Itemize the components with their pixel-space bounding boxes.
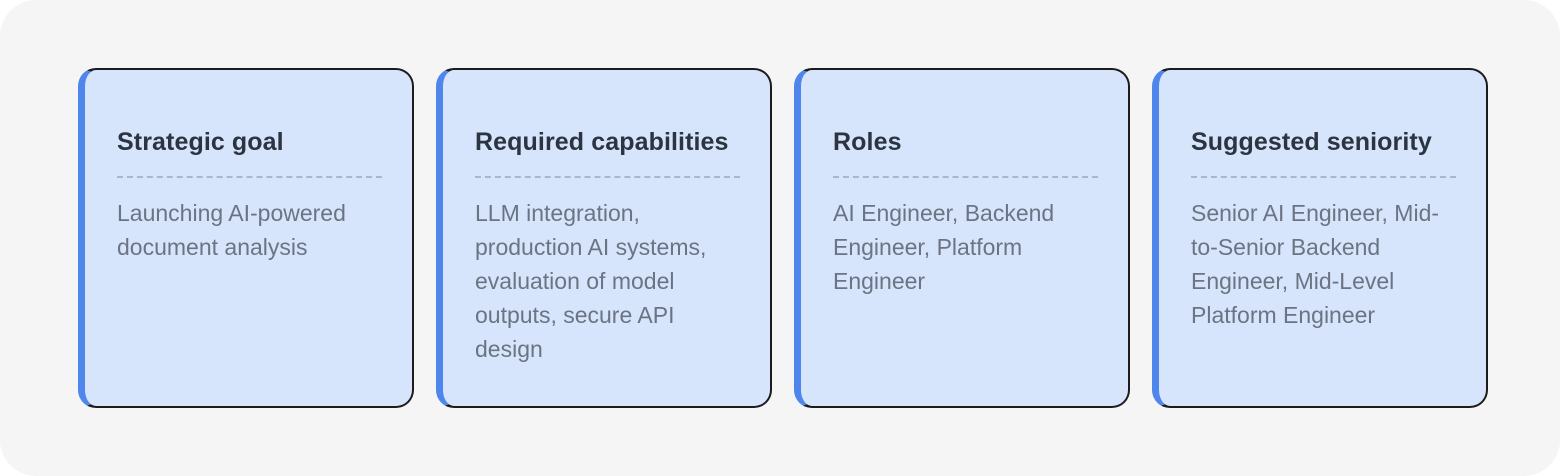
card-suggested-seniority: Suggested seniority Senior AI Engineer, … bbox=[1152, 68, 1488, 408]
card-body: Senior AI Engineer, Mid-to-Senior Backen… bbox=[1191, 200, 1440, 328]
card-body: AI Engineer, Backend Engineer, Platform … bbox=[833, 200, 1055, 294]
dashed-divider bbox=[117, 176, 382, 178]
dashed-divider bbox=[833, 176, 1098, 178]
card-title: Roles bbox=[833, 128, 902, 156]
card-title: Suggested seniority bbox=[1191, 128, 1432, 156]
card-title: Strategic goal bbox=[117, 128, 284, 156]
card-title: Required capabilities bbox=[475, 128, 729, 156]
card-body: LLM integration, production AI systems, … bbox=[475, 200, 707, 362]
card-strategic-goal: Strategic goal Launching AI-powered docu… bbox=[78, 68, 414, 408]
dashed-divider bbox=[475, 176, 740, 178]
card-roles: Roles AI Engineer, Backend Engineer, Pla… bbox=[794, 68, 1130, 408]
card-required-capabilities: Required capabilities LLM integration, p… bbox=[436, 68, 772, 408]
card-body: Launching AI-powered document analysis bbox=[117, 200, 346, 260]
card-row: Strategic goal Launching AI-powered docu… bbox=[78, 68, 1488, 408]
dashed-divider bbox=[1191, 176, 1456, 178]
